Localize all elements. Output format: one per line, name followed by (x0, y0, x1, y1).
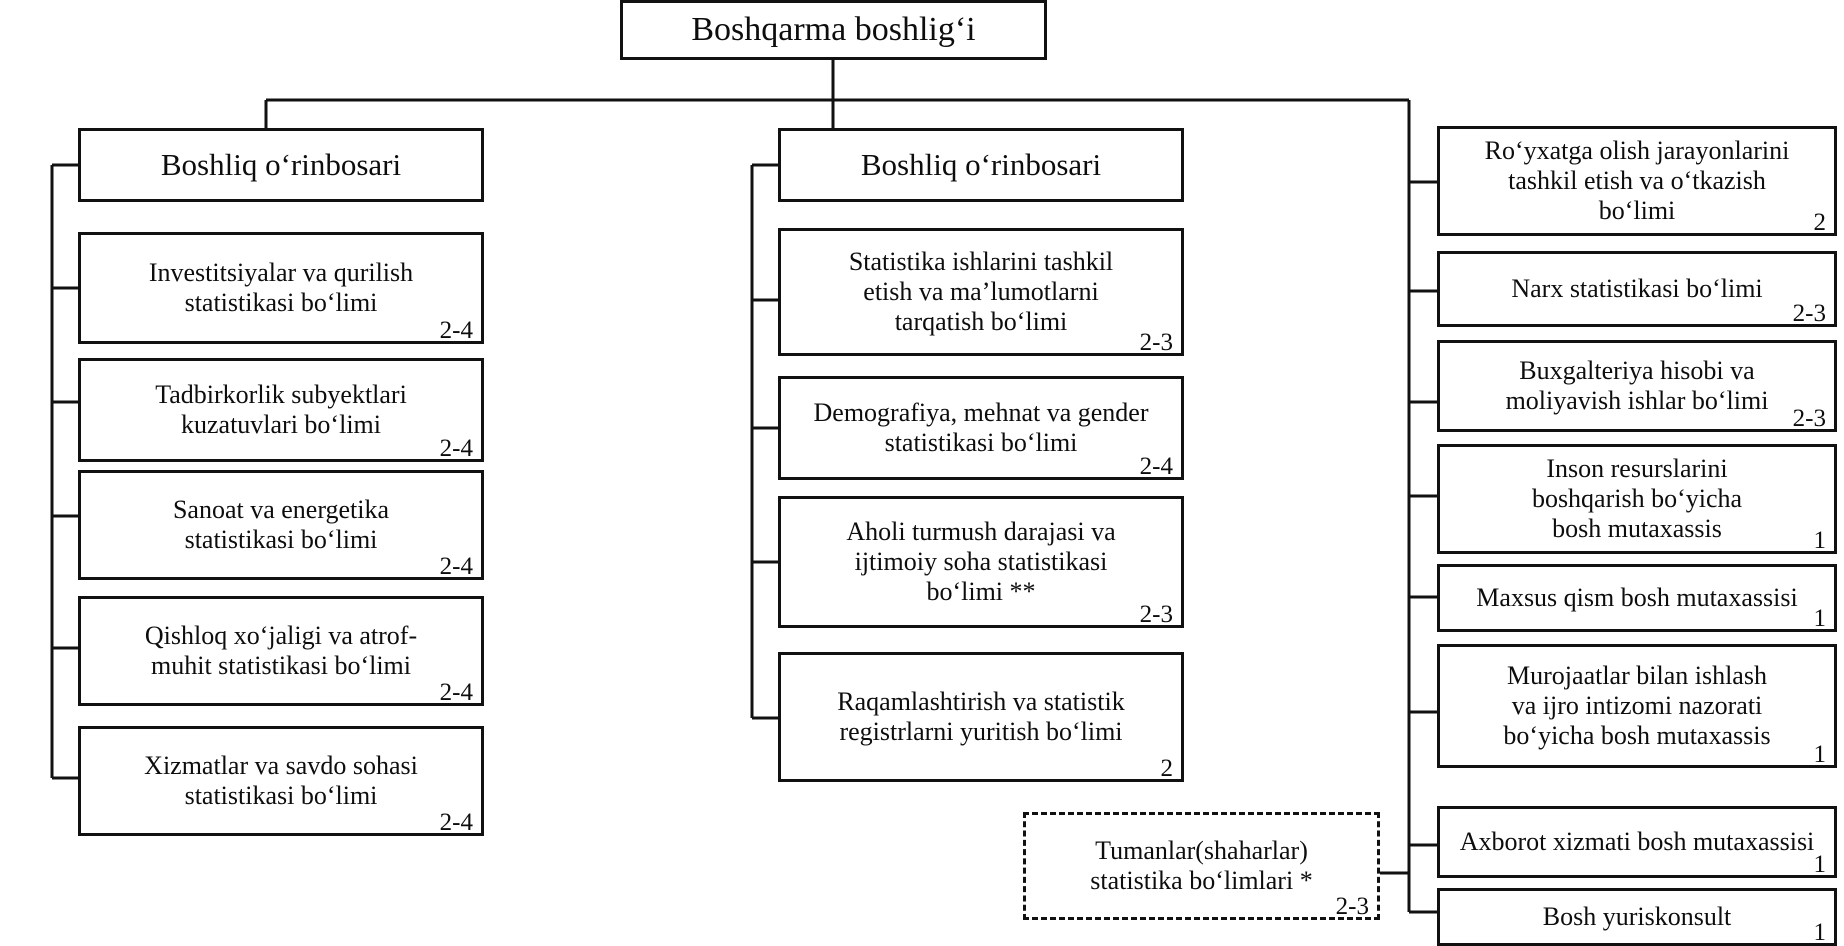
node-left-deputy[interactable]: Boshliq o‘rinbosari (78, 128, 484, 202)
node-right-unit-7[interactable]: Axborot xizmati bosh mutaxassisi 1 (1437, 806, 1837, 878)
node-label: Sanoat va energetika statistikasi bo‘lim… (172, 494, 390, 554)
node-right-unit-5[interactable]: Maxsus qism bosh mutaxassisi 1 (1437, 564, 1837, 632)
node-left-unit-1[interactable]: Investitsiyalar va qurilish statistikasi… (78, 232, 484, 344)
node-label: Boshqarma boshlig‘i (691, 11, 976, 49)
node-count: 1 (1813, 919, 1827, 946)
node-count: 2 (1160, 755, 1174, 782)
node-label: Tadbirkorlik subyektlari kuzatuvlari bo‘… (155, 379, 407, 439)
node-label: Qishloq xo‘jaligi va atrof- muhit statis… (144, 620, 418, 680)
node-count: 2-3 (1792, 300, 1826, 327)
node-count: 2-4 (439, 317, 473, 344)
node-label: Raqamlashtirish va statistik registrlarn… (837, 686, 1125, 746)
node-label: Aholi turmush darajasi va ijtimoiy soha … (846, 516, 1116, 607)
node-label: Investitsiyalar va qurilish statistikasi… (148, 257, 414, 317)
node-middle-unit-3[interactable]: Aholi turmush darajasi va ijtimoiy soha … (778, 496, 1184, 628)
node-left-unit-2[interactable]: Tadbirkorlik subyektlari kuzatuvlari bo‘… (78, 358, 484, 462)
node-count: 2-3 (1139, 329, 1173, 356)
node-left-unit-3[interactable]: Sanoat va energetika statistikasi bo‘lim… (78, 470, 484, 580)
node-root[interactable]: Boshqarma boshlig‘i (620, 0, 1047, 60)
node-right-unit-8[interactable]: Bosh yuriskonsult 1 (1437, 888, 1837, 946)
node-count: 2-3 (1335, 893, 1369, 920)
node-label: Ro‘yxatga olish jarayonlarini tashkil et… (1484, 135, 1790, 226)
node-middle-unit-2[interactable]: Demografiya, mehnat va gender statistika… (778, 376, 1184, 480)
node-left-unit-5[interactable]: Xizmatlar va savdo sohasi statistikasi b… (78, 726, 484, 836)
node-count: 1 (1813, 741, 1827, 768)
node-middle-deputy[interactable]: Boshliq o‘rinbosari (778, 128, 1184, 202)
node-count: 2-4 (439, 809, 473, 836)
node-count: 2-3 (1139, 601, 1173, 628)
node-middle-unit-4[interactable]: Raqamlashtirish va statistik registrlarn… (778, 652, 1184, 782)
node-label: Murojaatlar bilan ishlash va ijro intizo… (1503, 660, 1771, 751)
node-detached-districts[interactable]: Tumanlar(shaharlar) statistika bo‘limlar… (1023, 812, 1380, 920)
node-label: Inson resurslarini boshqarish bo‘yicha b… (1531, 453, 1743, 544)
node-label: Narx statistikasi bo‘limi (1511, 273, 1763, 303)
node-label: Bosh yuriskonsult (1542, 901, 1732, 931)
node-label: Boshliq o‘rinbosari (860, 147, 1102, 183)
node-label: Maxsus qism bosh mutaxassisi (1476, 582, 1798, 612)
node-right-unit-6[interactable]: Murojaatlar bilan ishlash va ijro intizo… (1437, 644, 1837, 768)
node-middle-unit-1[interactable]: Statistika ishlarini tashkil etish va ma… (778, 228, 1184, 356)
node-right-unit-2[interactable]: Narx statistikasi bo‘limi 2-3 (1437, 251, 1837, 327)
node-label: Demografiya, mehnat va gender statistika… (813, 397, 1149, 457)
node-count: 1 (1813, 605, 1827, 632)
node-count: 2-4 (1139, 453, 1173, 480)
node-right-unit-1[interactable]: Ro‘yxatga olish jarayonlarini tashkil et… (1437, 126, 1837, 236)
node-count: 1 (1813, 851, 1827, 878)
node-count: 2-3 (1792, 405, 1826, 432)
node-count: 1 (1813, 527, 1827, 554)
node-label: Axborot xizmati bosh mutaxassisi (1459, 826, 1815, 856)
node-label: Boshliq o‘rinbosari (160, 147, 402, 183)
node-count: 2-4 (439, 553, 473, 580)
node-left-unit-4[interactable]: Qishloq xo‘jaligi va atrof- muhit statis… (78, 596, 484, 706)
node-label: Xizmatlar va savdo sohasi statistikasi b… (144, 750, 418, 810)
node-right-unit-3[interactable]: Buxgalteriya hisobi va moliyavish ishlar… (1437, 340, 1837, 432)
node-count: 2 (1813, 209, 1827, 236)
node-label: Statistika ishlarini tashkil etish va ma… (848, 246, 1114, 337)
node-label: Tumanlar(shaharlar) statistika bo‘limlar… (1090, 835, 1313, 895)
node-count: 2-4 (439, 435, 473, 462)
node-right-unit-4[interactable]: Inson resurslarini boshqarish bo‘yicha b… (1437, 444, 1837, 554)
node-label: Buxgalteriya hisobi va moliyavish ishlar… (1505, 355, 1769, 415)
node-count: 2-4 (439, 679, 473, 706)
